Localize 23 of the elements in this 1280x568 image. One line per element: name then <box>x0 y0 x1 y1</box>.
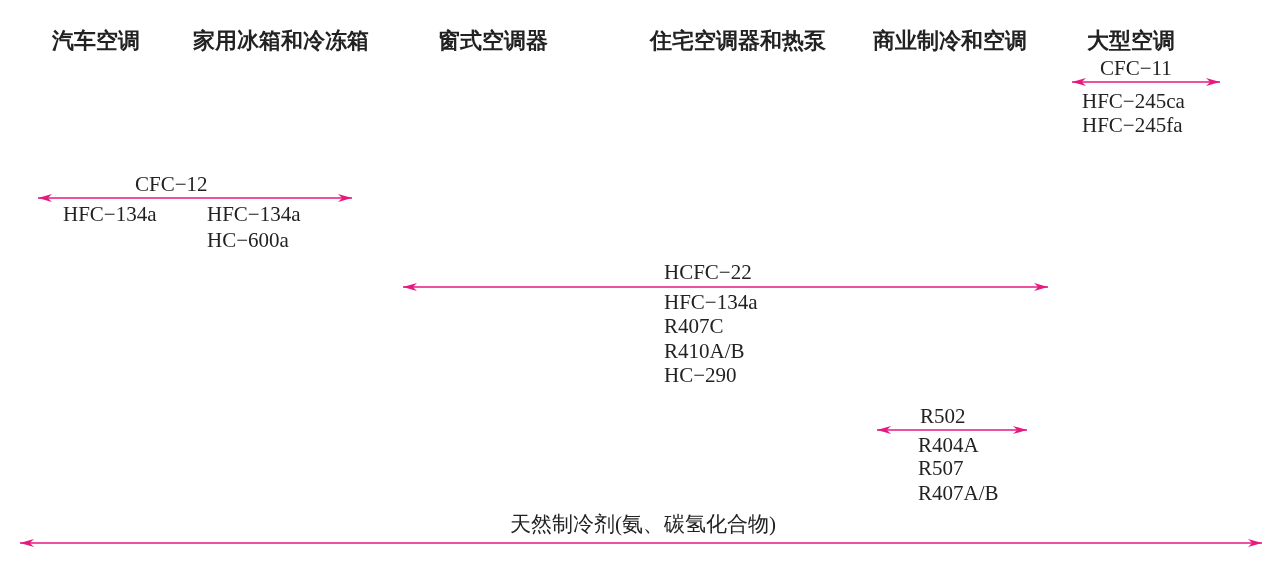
column-heading: 窗式空调器 <box>438 28 548 52</box>
refrigerant-label: CFC−11 <box>1100 56 1172 80</box>
refrigerant-label: HCFC−22 <box>664 260 752 284</box>
refrigerant-label: R407A/B <box>918 481 999 505</box>
refrigerant-label: HFC−134a <box>63 202 157 226</box>
refrigerant-label: R410A/B <box>664 339 745 363</box>
refrigerant-label: HFC−134a <box>207 202 301 226</box>
refrigerant-label: HFC−134a <box>664 290 758 314</box>
refrigerant-label: R507 <box>918 456 964 480</box>
refrigerant-label: HFC−245ca <box>1082 89 1185 113</box>
column-heading: 住宅空调器和热泵 <box>650 28 826 52</box>
refrigerant-label: R407C <box>664 314 724 338</box>
refrigerant-label: HC−600a <box>207 228 289 252</box>
column-heading: 商业制冷和空调 <box>873 28 1027 52</box>
refrigerant-label: R404A <box>918 433 979 457</box>
range-label: 天然制冷剂(氨、碳氢化合物) <box>510 512 776 536</box>
refrigerant-label: R502 <box>920 404 966 428</box>
refrigerant-label: HC−290 <box>664 363 737 387</box>
column-heading: 大型空调 <box>1087 28 1175 52</box>
refrigerant-label: CFC−12 <box>135 172 208 196</box>
column-heading: 汽车空调 <box>52 28 140 52</box>
column-heading: 家用冰箱和冷冻箱 <box>193 28 369 52</box>
refrigerant-label: HFC−245fa <box>1082 113 1183 137</box>
